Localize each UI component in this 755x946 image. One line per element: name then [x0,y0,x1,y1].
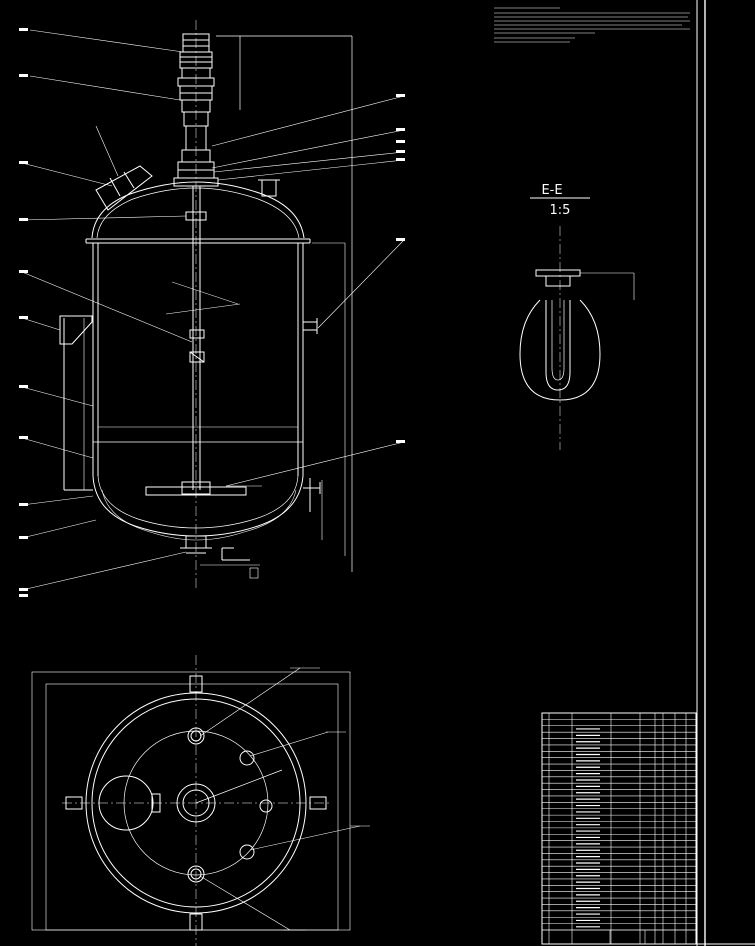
leader-lines-elevation [21,29,405,591]
section-title: E-E [541,183,562,198]
technical-notes [494,7,690,43]
section-ee-detail: E-E 1:5 [519,183,635,450]
drawing-frame [696,0,755,946]
reactor-plan-view [31,655,351,946]
top-head [91,181,305,239]
section-scale: 1:5 [550,203,571,218]
leader-lines-plan [199,667,370,931]
feed-hopper [95,125,153,211]
jacket-nozzle [303,478,321,512]
top-nozzle [261,179,277,197]
parts-list-table [541,712,697,945]
side-nozzle [302,318,318,334]
bottom-head [92,475,304,537]
item-balloons [19,28,405,597]
left-support-lug [59,315,93,491]
reactor-elevation-view [59,20,353,590]
title-block [541,929,697,945]
